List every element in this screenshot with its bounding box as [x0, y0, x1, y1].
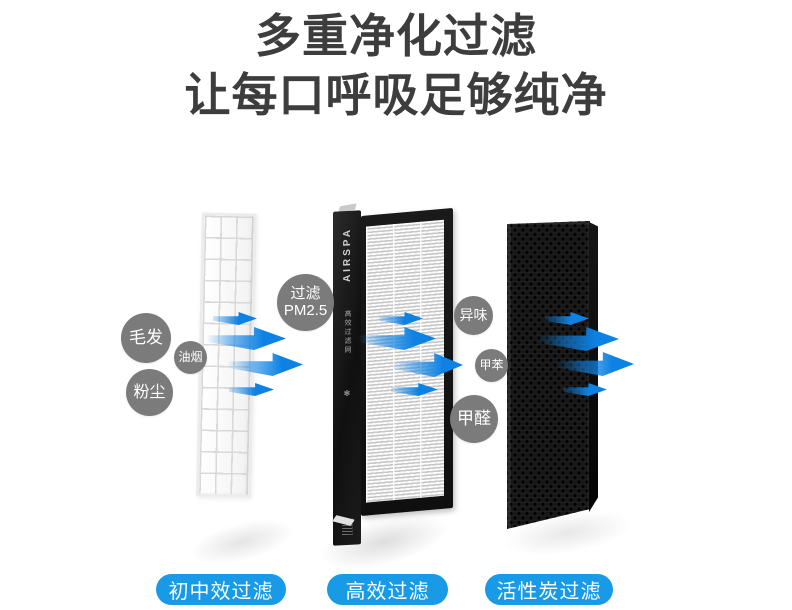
bubble-toluene-label: 甲苯	[479, 357, 504, 372]
bubble-formaldehyde-label: 甲醛	[457, 409, 491, 429]
bubble-oil-smoke: 油烟	[174, 341, 207, 374]
bubble-odor: 异味	[454, 296, 493, 335]
bubble-odor-label: 异味	[459, 306, 488, 323]
hepa-filter-spine: AIRSPA 高效过滤网 ✻	[333, 210, 361, 546]
legend-pill-hepa-filter-label: 高效过滤	[345, 581, 430, 603]
hepa-spine-label: 高效过滤网	[344, 309, 351, 356]
headline: 多重净化过滤 让每口呼吸足够纯净	[0, 6, 792, 124]
bubble-oil-smoke-label: 油烟	[178, 349, 203, 364]
bubble-dust: 粉尘	[126, 369, 173, 416]
legend-pill-hepa-filter: 高效过滤	[327, 574, 448, 605]
bubble-hair-label: 毛发	[129, 328, 163, 348]
legend-pill-carbon-filter-label: 活性炭过滤	[496, 581, 602, 603]
headline-line2: 让每口呼吸足够纯净	[184, 69, 608, 121]
bubble-pm25-label-line1: 过滤	[290, 284, 321, 302]
bubble-formaldehyde: 甲醛	[450, 395, 498, 443]
shadow-pre-filter	[182, 509, 302, 575]
bubble-pm25: 过滤 PM2.5	[277, 274, 334, 331]
headline-line1: 多重净化过滤	[255, 10, 537, 62]
bubble-toluene: 甲苯	[475, 349, 508, 382]
legend-pill-pre-filter-label: 初中效过滤	[168, 581, 274, 603]
bubble-pm25-label-line2: PM2.5	[283, 301, 328, 319]
carbon-filter-panel	[507, 221, 590, 529]
hepa-pleated-media	[366, 219, 444, 503]
bubble-hair: 毛发	[121, 313, 171, 363]
bubble-dust-label: 粉尘	[133, 383, 166, 401]
spine-mini-icon: ✻	[343, 388, 351, 399]
legend-pill-pre-filter: 初中效过滤	[156, 574, 286, 605]
hepa-brand-text: AIRSPA	[341, 226, 353, 283]
legend-pill-carbon-filter: 活性炭过滤	[485, 574, 613, 605]
